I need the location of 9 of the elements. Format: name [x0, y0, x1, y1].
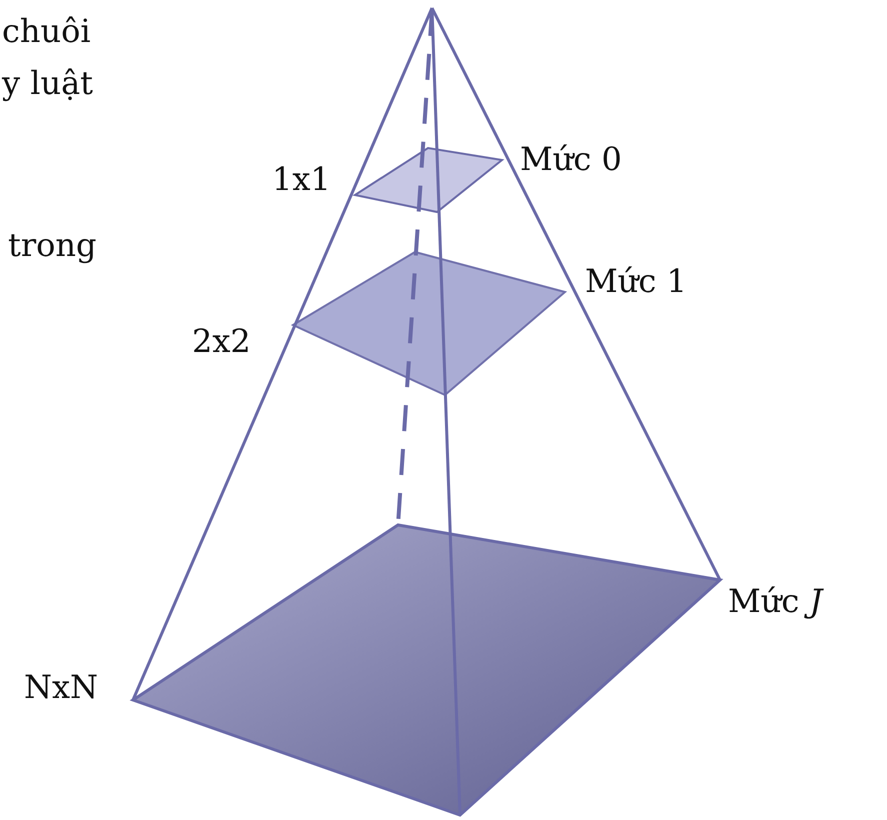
size-label: NxN: [24, 668, 98, 706]
level-label: Mức 1: [585, 262, 687, 300]
level-label: Mức 0: [520, 140, 622, 178]
level-label: Mức J: [728, 582, 822, 620]
cropped-text: trong: [8, 226, 97, 264]
cropped-text: chuôi: [2, 12, 91, 50]
cropped-text: y luật: [2, 64, 94, 102]
size-label: 2x2: [192, 322, 251, 360]
size-label: 1x1: [272, 160, 331, 198]
